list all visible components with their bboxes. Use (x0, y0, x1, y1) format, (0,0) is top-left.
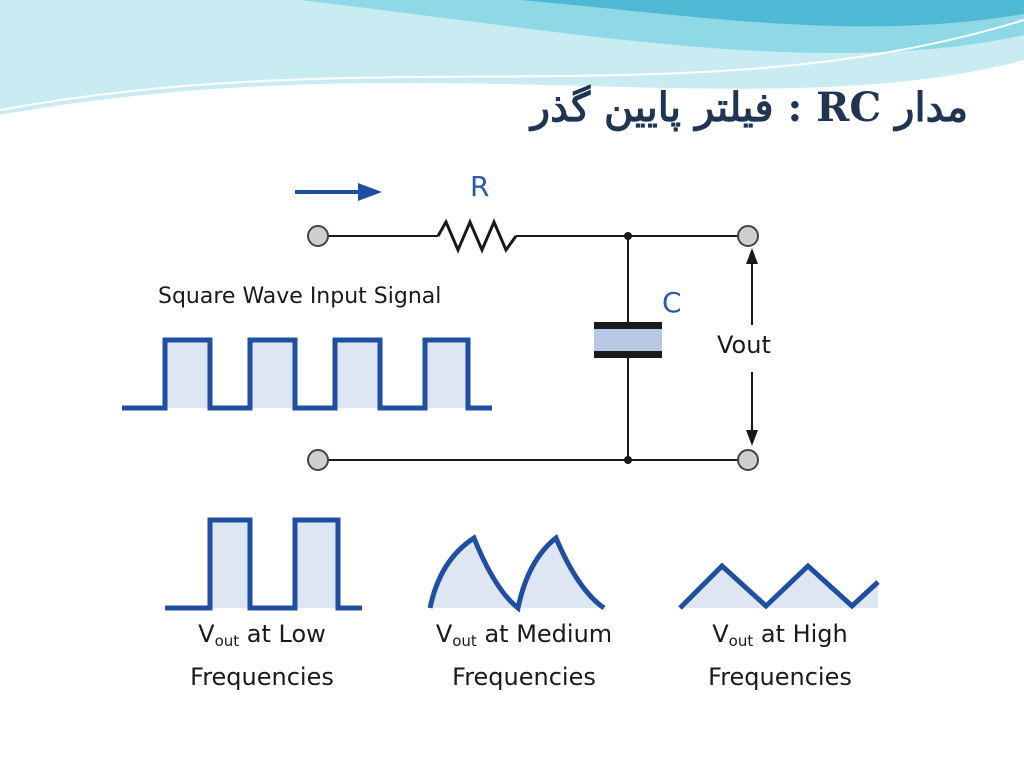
caption-subscript: out (728, 632, 754, 650)
output-wave-high (678, 562, 880, 610)
caption-line-1: Vout at Medium (404, 616, 644, 659)
arrow-up-icon (746, 248, 758, 264)
caption-line-1: Vout at Low (142, 616, 382, 659)
caption-line-1: Vout at High (660, 616, 900, 659)
output-terminal-top (737, 225, 759, 247)
vout-label: Vout (717, 331, 771, 359)
caption-subscript: out (214, 632, 240, 650)
slide-title: مدار RC : فیلتر پایین گذر (530, 84, 968, 131)
output-wave-low (165, 517, 362, 611)
input-signal-label: Square Wave Input Signal (158, 284, 442, 309)
output-wave-medium (427, 534, 606, 613)
arrow-down-icon (746, 430, 758, 446)
caption-v: V (712, 620, 729, 648)
input-terminal-bottom (307, 449, 329, 471)
capacitor-label: C (662, 286, 682, 319)
caption-line-2: Frequencies (452, 663, 596, 691)
capacitor-c (594, 322, 662, 358)
header-wave-front (520, 0, 1024, 27)
header-wave-line (0, 19, 1024, 111)
caption-medium-frequency: Vout at Medium Frequencies (404, 616, 644, 695)
output-terminal-bottom (737, 449, 759, 471)
input-square-wave (122, 337, 492, 411)
caption-high-frequency: Vout at High Frequencies (660, 616, 900, 695)
caption-low-frequency: Vout at Low Frequencies (142, 616, 382, 695)
caption-subscript: out (452, 632, 477, 650)
resistor-r (436, 218, 518, 254)
caption-rest: at Low (239, 620, 326, 648)
junction-top (624, 232, 632, 240)
terminals (307, 225, 759, 471)
caption-line-2: Frequencies (190, 663, 334, 691)
caption-v: V (435, 620, 453, 648)
caption-v: V (198, 620, 215, 648)
header-decoration (0, 0, 1024, 115)
right-arrow-icon (295, 183, 382, 201)
resistor-label: R (470, 170, 490, 203)
input-terminal-top (307, 225, 329, 247)
vout-arrows (746, 248, 758, 446)
junction-bottom (624, 456, 632, 464)
caption-rest: at High (753, 620, 848, 648)
caption-rest: at Medium (476, 620, 613, 648)
caption-line-2: Frequencies (708, 663, 852, 691)
